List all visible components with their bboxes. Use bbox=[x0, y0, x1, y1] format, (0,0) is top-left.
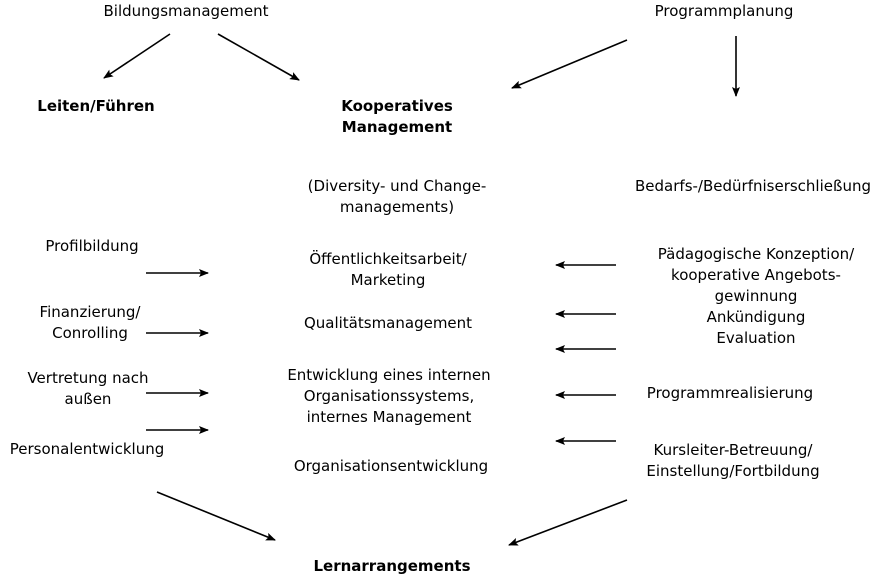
programmplanung-label: Programmplanung bbox=[654, 2, 794, 20]
line: Programmrealisierung bbox=[646, 384, 814, 402]
lernarrangements-heading: Lernarrangements bbox=[313, 557, 471, 575]
realisierung-text: Programmrealisierung bbox=[647, 383, 813, 404]
line: Öffentlichkeitsarbeit/ bbox=[309, 250, 467, 268]
line: Organisationssystems, bbox=[303, 387, 475, 405]
line: Conrolling bbox=[52, 324, 128, 342]
line: Einstellung/Fortbildung bbox=[646, 462, 820, 480]
bedarf-text: Bedarfs-/Bedürfniserschließung bbox=[635, 176, 871, 197]
line: kooperative Angebots- bbox=[671, 266, 841, 284]
line: gewinnung bbox=[714, 287, 798, 305]
entwicklung-text: Entwicklung eines internen Organisations… bbox=[287, 365, 490, 428]
line: Bedarfs-/Bedürfniserschließung bbox=[635, 177, 871, 195]
vertretung-text: Vertretung nach außen bbox=[27, 368, 148, 410]
profil-text: Profilbildung bbox=[45, 236, 138, 257]
line: Personalentwicklung bbox=[9, 440, 165, 458]
line: Profilbildung bbox=[45, 237, 139, 255]
kursleiter-text: Kursleiter-Betreuung/ Einstellung/Fortbi… bbox=[646, 440, 819, 482]
line: managements) bbox=[339, 198, 455, 216]
line: Pädagogische Konzeption/ bbox=[657, 245, 855, 263]
line: Management bbox=[341, 118, 453, 136]
finanz-text: Finanzierung/ Conrolling bbox=[40, 302, 141, 344]
line: Marketing bbox=[350, 271, 426, 289]
line: Evaluation bbox=[716, 329, 796, 347]
line: Finanzierung/ bbox=[39, 303, 141, 321]
bildungsmanagement-label: Bildungsmanagement bbox=[103, 2, 269, 20]
diversity-text: (Diversity- und Change- managements) bbox=[308, 176, 487, 218]
line: Kursleiter-Betreuung/ bbox=[653, 441, 813, 459]
line: Qualitätsmanagement bbox=[303, 314, 473, 332]
leiten-heading: Leiten/Führen bbox=[37, 97, 155, 115]
organisation-text: Organisationsentwicklung bbox=[294, 456, 488, 477]
line: internes Management bbox=[306, 408, 472, 426]
line: außen bbox=[64, 390, 112, 408]
line: Organisationsentwicklung bbox=[293, 457, 489, 475]
oeffentlichkeit-text: Öffentlichkeitsarbeit/ Marketing bbox=[309, 249, 466, 291]
arrow-to-lern-left bbox=[156, 491, 276, 541]
line: (Diversity- und Change- bbox=[307, 177, 487, 195]
line: Vertretung nach bbox=[27, 369, 149, 387]
arrow-to-kooperatives-left bbox=[217, 33, 300, 81]
line: Ankündigung bbox=[706, 308, 806, 326]
line: Kooperatives bbox=[341, 97, 453, 115]
personal-text: Personalentwicklung bbox=[10, 439, 164, 460]
line: Entwicklung eines internen bbox=[287, 366, 491, 384]
kooperatives-heading: Kooperatives Management bbox=[341, 96, 453, 138]
arrow-to-kooperatives-right bbox=[511, 39, 628, 89]
qualitaet-text: Qualitätsmanagement bbox=[304, 313, 472, 334]
arrow-to-lern-right bbox=[508, 499, 628, 546]
paedagogik-text: Pädagogische Konzeption/ kooperative Ang… bbox=[658, 244, 854, 349]
arrow-to-leiten bbox=[103, 33, 171, 79]
